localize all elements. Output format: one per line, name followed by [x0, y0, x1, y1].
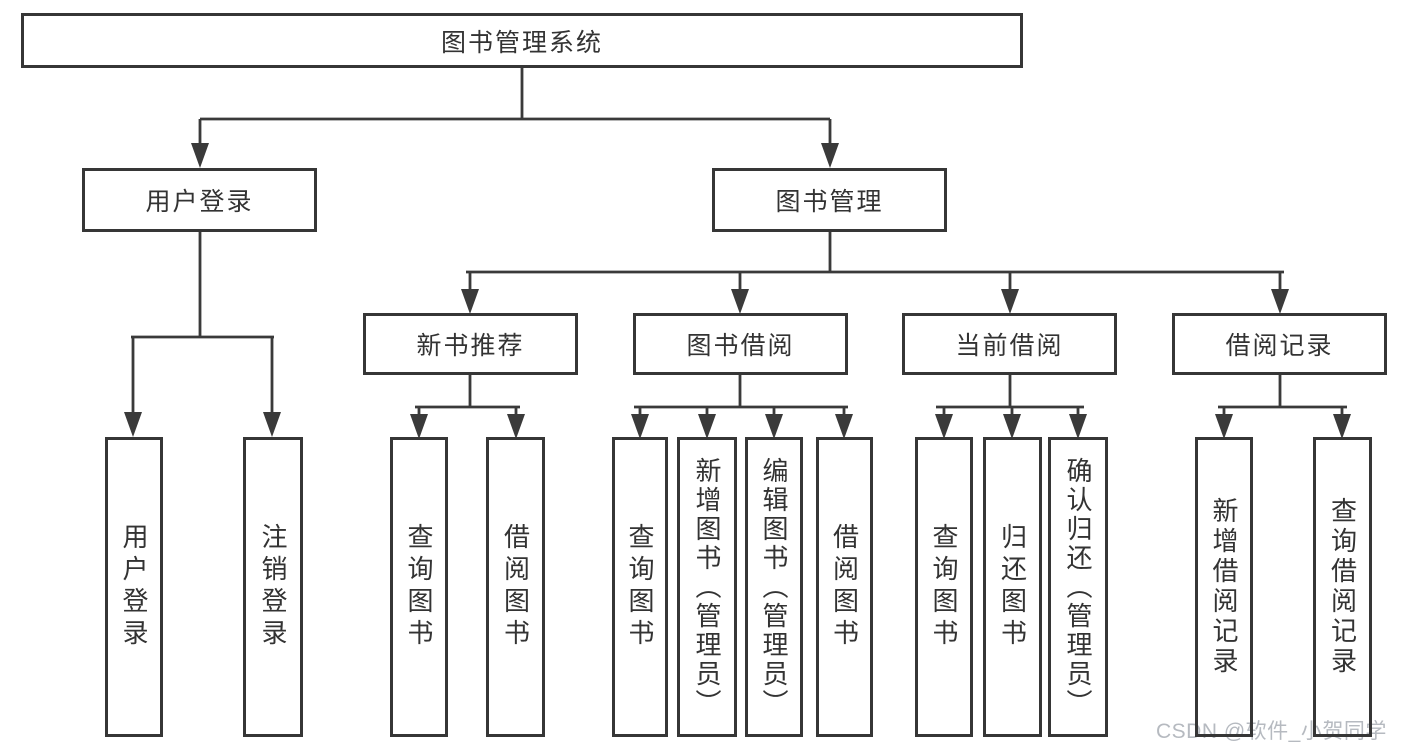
- node-borrowing-records: 借阅记录: [1172, 313, 1387, 375]
- node-leaf-query-books-3: 查询图书: [915, 437, 973, 737]
- node-current-borrowing: 当前借阅: [902, 313, 1117, 375]
- watermark: CSDN @软件_小贺同学: [1156, 720, 1387, 743]
- node-book-borrowing: 图书借阅: [633, 313, 848, 375]
- node-leaf-logout: 注销登录: [243, 437, 303, 737]
- node-leaf-borrow-books-2: 借阅图书: [816, 437, 873, 737]
- node-leaf-edit-books-admin: 编辑图书（管理员）: [745, 437, 803, 737]
- node-leaf-query-books-1: 查询图书: [390, 437, 448, 737]
- node-new-book-recommend: 新书推荐: [363, 313, 578, 375]
- node-leaf-add-borrow-record: 新增借阅记录: [1195, 437, 1253, 737]
- node-library-management-system: 图书管理系统: [21, 13, 1023, 68]
- node-leaf-user-login: 用户登录: [105, 437, 163, 737]
- node-leaf-confirm-return-admin: 确认归还（管理员）: [1048, 437, 1108, 737]
- node-leaf-borrow-books-1: 借阅图书: [486, 437, 545, 737]
- node-leaf-query-books-2: 查询图书: [612, 437, 668, 737]
- node-book-management: 图书管理: [712, 168, 947, 232]
- node-leaf-query-borrow-record: 查询借阅记录: [1313, 437, 1372, 737]
- node-leaf-return-books: 归还图书: [983, 437, 1042, 737]
- node-leaf-add-books-admin: 新增图书（管理员）: [677, 437, 737, 737]
- node-user-login: 用户登录: [82, 168, 317, 232]
